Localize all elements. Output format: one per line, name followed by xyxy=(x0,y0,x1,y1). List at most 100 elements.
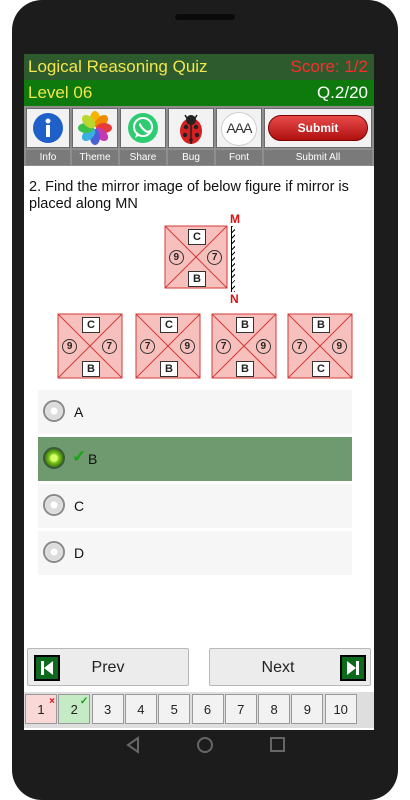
home-icon[interactable] xyxy=(197,737,213,753)
level-bar: Level 06 Q.2/20 xyxy=(24,80,374,106)
question-number-3[interactable]: 3 xyxy=(91,694,124,724)
next-label: Next xyxy=(261,659,295,676)
question-number-label: 10 xyxy=(333,702,348,717)
option-c-radio[interactable] xyxy=(43,494,65,516)
option-d-label: D xyxy=(74,545,85,561)
answer-figure-a-label-right: 7 xyxy=(101,339,117,354)
app-screen: Logical Reasoning Quiz Score: 1/2 Level … xyxy=(24,54,374,730)
question-figure-label-top: C xyxy=(188,228,206,245)
next-button[interactable]: Next xyxy=(209,648,371,686)
question-number-label: 9 xyxy=(303,702,311,717)
question-number-label: 3 xyxy=(103,702,112,717)
question-figure-label-right: 7 xyxy=(207,250,223,265)
question-number-10[interactable]: 10 xyxy=(324,694,357,724)
font-label: Font xyxy=(216,150,262,165)
question-number-label: 5 xyxy=(170,702,178,717)
font-button[interactable]: AAA xyxy=(216,108,262,148)
score-label: Score: 1/2 xyxy=(290,57,369,76)
submit-button-label: Submit xyxy=(297,121,339,135)
question-number-2[interactable]: 2✓ xyxy=(58,694,91,724)
question-number-label: 7 xyxy=(237,702,245,717)
theme-button[interactable] xyxy=(72,108,118,148)
answer-figure-b-label-top: C xyxy=(160,317,178,334)
mirror-line xyxy=(231,226,235,292)
bug-icon xyxy=(180,114,202,144)
bug-label: Bug xyxy=(168,150,214,165)
answer-figure-a-label-bottom: B xyxy=(82,360,100,377)
app-title: Logical Reasoning Quiz xyxy=(28,57,208,76)
submit-button-frame: Submit xyxy=(264,108,372,148)
share-button[interactable] xyxy=(120,108,166,148)
option-b[interactable]: ✓ B xyxy=(38,437,352,481)
question-number-7[interactable]: 7 xyxy=(224,694,257,724)
option-c[interactable]: C xyxy=(38,484,352,528)
answer-figure-b-label-bottom: B xyxy=(160,360,178,377)
question-number-label: 1 xyxy=(37,702,45,717)
answer-figure-a-label-top: C xyxy=(82,317,100,334)
theme-label: Theme xyxy=(72,150,118,165)
answer-figure-c-label-top: B xyxy=(236,317,254,334)
submit-all-label: Submit All xyxy=(264,150,372,165)
theme-icon xyxy=(78,111,112,145)
mirror-label-m: M xyxy=(230,212,240,226)
option-d-radio[interactable] xyxy=(43,541,65,563)
question-number-label: 2 xyxy=(70,702,78,717)
info-button[interactable] xyxy=(26,108,70,148)
bug-button[interactable] xyxy=(168,108,214,148)
option-b-radio[interactable] xyxy=(43,447,65,469)
option-d[interactable]: D xyxy=(38,531,352,575)
answer-figure-a-diagonal-2 xyxy=(57,313,123,379)
correct-mark-icon: ✓ xyxy=(79,696,89,707)
option-c-label: C xyxy=(74,498,85,514)
recents-icon[interactable] xyxy=(270,737,285,752)
option-a[interactable]: A xyxy=(38,390,352,434)
font-icon: AAA xyxy=(221,112,257,146)
answer-figure-d-label-right: 9 xyxy=(331,339,347,354)
question-number-8[interactable]: 8 xyxy=(258,694,291,724)
question-number-label: 8 xyxy=(270,702,278,717)
answer-figure-d-label-top: B xyxy=(312,317,330,334)
answer-figure-b-diagonal-2 xyxy=(135,313,201,379)
wrong-mark-icon: × xyxy=(49,696,55,707)
phone-speaker xyxy=(175,14,235,20)
answer-figure-c-label-left: 7 xyxy=(216,339,232,354)
toolbar: Info Theme xyxy=(24,106,374,166)
answer-figure-c-diagonal-2 xyxy=(211,313,277,379)
option-a-radio[interactable] xyxy=(43,400,65,422)
question-number-1[interactable]: 1× xyxy=(25,694,57,724)
share-icon xyxy=(128,113,158,143)
prev-button[interactable]: Prev xyxy=(27,648,189,686)
question-number-9[interactable]: 9 xyxy=(291,694,324,724)
question-text: 2. Find the mirror image of below figure… xyxy=(29,179,349,212)
level-label: Level 06 xyxy=(28,83,93,102)
prev-icon xyxy=(34,655,60,681)
question-number-label: 4 xyxy=(137,702,145,717)
answer-figure-d-label-bottom: C xyxy=(312,360,330,377)
submit-button[interactable]: Submit xyxy=(268,115,368,141)
question-number-label: 6 xyxy=(203,702,212,717)
question-number-4[interactable]: 4 xyxy=(124,694,157,724)
option-b-label: B xyxy=(88,451,98,467)
mirror-label-n: N xyxy=(230,292,239,306)
prev-label: Prev xyxy=(91,659,125,676)
question-figure-label-bottom: B xyxy=(188,271,206,288)
question-number-6[interactable]: 6 xyxy=(191,694,224,724)
check-icon: ✓ xyxy=(72,447,87,466)
back-icon[interactable] xyxy=(126,736,139,754)
next-icon xyxy=(340,655,366,681)
system-nav-bar xyxy=(12,730,398,760)
share-label: Share xyxy=(120,150,166,165)
info-icon xyxy=(33,113,63,143)
font-icon-text: AAA xyxy=(226,120,252,136)
question-number-5[interactable]: 5 xyxy=(158,694,191,724)
answer-figure-b-label-right: 9 xyxy=(179,339,195,354)
answer-figure-c-label-right: 9 xyxy=(255,339,271,354)
question-counter: Q.2/20 xyxy=(316,83,368,102)
answer-figure-a-label-left: 9 xyxy=(62,339,78,354)
title-bar: Logical Reasoning Quiz Score: 1/2 xyxy=(24,54,374,80)
info-label: Info xyxy=(26,150,70,165)
